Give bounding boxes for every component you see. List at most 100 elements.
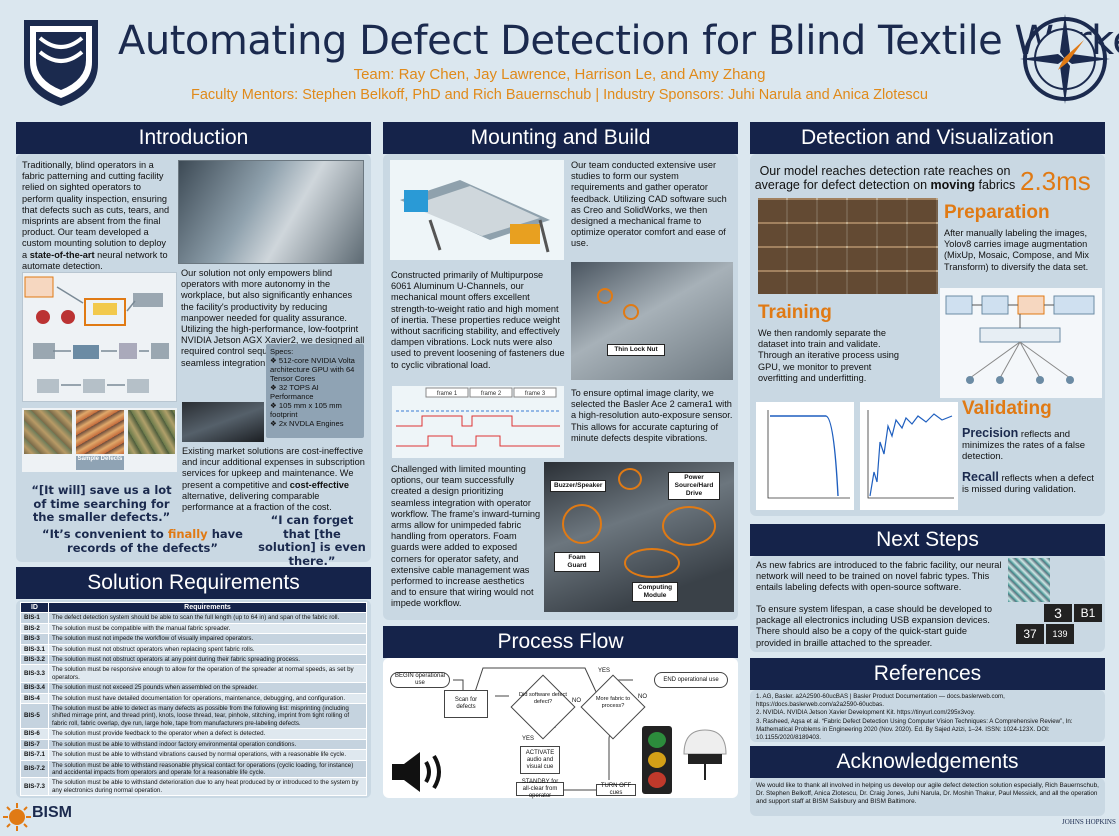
computing-module-highlight <box>624 548 680 578</box>
reference-item: 3. Rasheed, Aqsa et al. “Fabric Defect D… <box>756 717 1073 742</box>
requirement-id: BIS-1 <box>20 612 49 624</box>
spec-item: ❖ 512-core NVIDIA Volta architecture GPU… <box>270 356 355 383</box>
callout-foam-guard: Foam Guard <box>554 552 600 572</box>
foam-guard-highlight <box>562 504 602 544</box>
acknowledgements-panel: We would like to thank all involved in h… <box>750 778 1105 816</box>
mounting-heading: Mounting and Build <box>383 122 738 154</box>
requirement-text: The solution must have detailed document… <box>47 692 368 705</box>
detection-heading: Detection and Visualization <box>750 122 1105 154</box>
flow-more-text: More fabric to process? <box>595 696 631 709</box>
university-shield-logo <box>24 20 98 106</box>
requirements-heading: Solution Requirements <box>16 567 371 599</box>
flow-turnoff: TURN OFF cues <box>596 783 636 796</box>
references-panel: 1. AG, Basler. a2A2590-60ucBAS | Basler … <box>750 690 1105 742</box>
quote-forget: “I can forget that [the solution] is eve… <box>258 513 366 568</box>
timing-label-frame-3: frame 3 <box>525 391 546 397</box>
requirement-text: The solution must be able to withstand v… <box>47 749 368 761</box>
sample-defects-label: Sample Defects <box>76 456 124 470</box>
requirement-id: BIS-4 <box>20 692 49 705</box>
intro-paragraph-3: Existing market solutions are cost-ineff… <box>182 446 365 513</box>
specs-title: Specs: <box>270 347 294 356</box>
mounting-paragraph-2: Constructed primarily of Multipurpose 60… <box>391 270 565 370</box>
braille-tag-139: 139 <box>1046 624 1074 644</box>
requirement-text: The solution must not impede the workflo… <box>47 633 368 645</box>
flow-yes-top: YES <box>598 668 611 674</box>
requirement-text: The solution must be able to withstand i… <box>47 738 368 751</box>
flow-begin: BEGIN operational use <box>390 672 450 688</box>
buzzer-highlight <box>618 468 642 490</box>
requirement-text: The solution must not obstruct operators… <box>47 643 368 656</box>
training-title: Training <box>758 302 832 323</box>
spec-item: ❖ 2x NVDLA Engines <box>270 419 344 428</box>
power-source-highlight <box>662 506 716 546</box>
lock-nut-photo: Thin Lock Nut <box>571 262 733 380</box>
next-steps-paragraph-1: As new fabrics are introduced to the fab… <box>756 560 1002 593</box>
precision-recall-plots <box>756 402 958 510</box>
requirement-id: BIS-3.4 <box>20 682 49 694</box>
defect-sample-1 <box>24 410 72 454</box>
requirement-id: BIS-3.1 <box>20 643 49 656</box>
requirement-id: BIS-2 <box>20 622 49 635</box>
spec-item: ❖ 105 mm x 105 mm footprint <box>270 401 342 419</box>
intro-paragraph-2: Our solution not only empowers blind ope… <box>181 268 365 368</box>
requirement-id: BIS-3 <box>20 633 49 645</box>
speaker-icon <box>392 752 441 792</box>
lock-nut-label: Thin Lock Nut <box>607 344 665 356</box>
preparation-title: Preparation <box>944 202 1050 223</box>
quote-convenient: “It’s convenient to finally have records… <box>42 527 243 555</box>
detection-rate-value: 2.3ms <box>1020 166 1091 196</box>
fabric-sample-image <box>1008 558 1050 602</box>
col-requirements: Requirements <box>47 601 368 614</box>
flow-yes-down: YES <box>522 736 535 742</box>
braille-tag-3: 3 <box>1044 604 1072 622</box>
requirement-text: The solution must be able to withstand d… <box>47 777 368 797</box>
lock-nut-highlight <box>623 304 639 320</box>
flow-no-right: NO <box>638 694 647 700</box>
mentors-line: Faculty Mentors: Stephen Belkoff, PhD an… <box>191 87 928 103</box>
assembly-photo: Buzzer/Speaker Power Source/Hard Drive F… <box>544 462 734 612</box>
validating-title: Validating <box>962 398 1052 419</box>
callout-power-source: Power Source/Hard Drive <box>668 472 720 500</box>
spec-item: ❖ 32 TOPS AI Performance <box>270 383 319 401</box>
col-id: ID <box>20 601 49 614</box>
acknowledgements-text: We would like to thank all involved in h… <box>756 782 1099 805</box>
requirement-text: The solution must not obstruct operators… <box>47 654 368 666</box>
requirement-text: The solution must be compatible with the… <box>47 622 368 635</box>
defect-sample-3 <box>128 410 175 454</box>
stack-light <box>642 726 672 794</box>
bism-logo-text: BISM <box>32 804 72 821</box>
requirement-id: BIS-3.2 <box>20 654 49 666</box>
callout-buzzer: Buzzer/Speaker <box>550 480 606 492</box>
poster-title: Automating Defect Detection for Blind Te… <box>118 18 1119 64</box>
introduction-heading: Introduction <box>16 122 371 154</box>
timing-label-frame-1: frame 1 <box>437 391 458 397</box>
requirement-text: The solution must provide feedback to th… <box>47 728 368 740</box>
jetson-module-photo <box>182 402 264 442</box>
requirement-text: The solution must be able to withstand r… <box>47 759 368 779</box>
process-heading: Process Flow <box>383 626 738 658</box>
intro-paragraph-1: Traditionally, blind operators in a fabr… <box>22 160 170 271</box>
yellow-light-icon <box>648 752 666 768</box>
jhu-logo-text: JOHNS HOPKINS <box>1062 818 1116 826</box>
network-architecture-diagram <box>940 288 1102 398</box>
braille-tag-37: 37 <box>1016 624 1044 644</box>
requirement-id: BIS-7.1 <box>20 749 49 761</box>
flow-standby: STANDBY for all-clear from operator <box>516 779 564 799</box>
mounting-paragraph-4: Challenged with limited mounting options… <box>391 464 541 609</box>
poster-header <box>0 0 1119 120</box>
recall-text: Recall reflects when a defect is missed … <box>962 470 1094 495</box>
green-light-icon <box>648 732 666 748</box>
